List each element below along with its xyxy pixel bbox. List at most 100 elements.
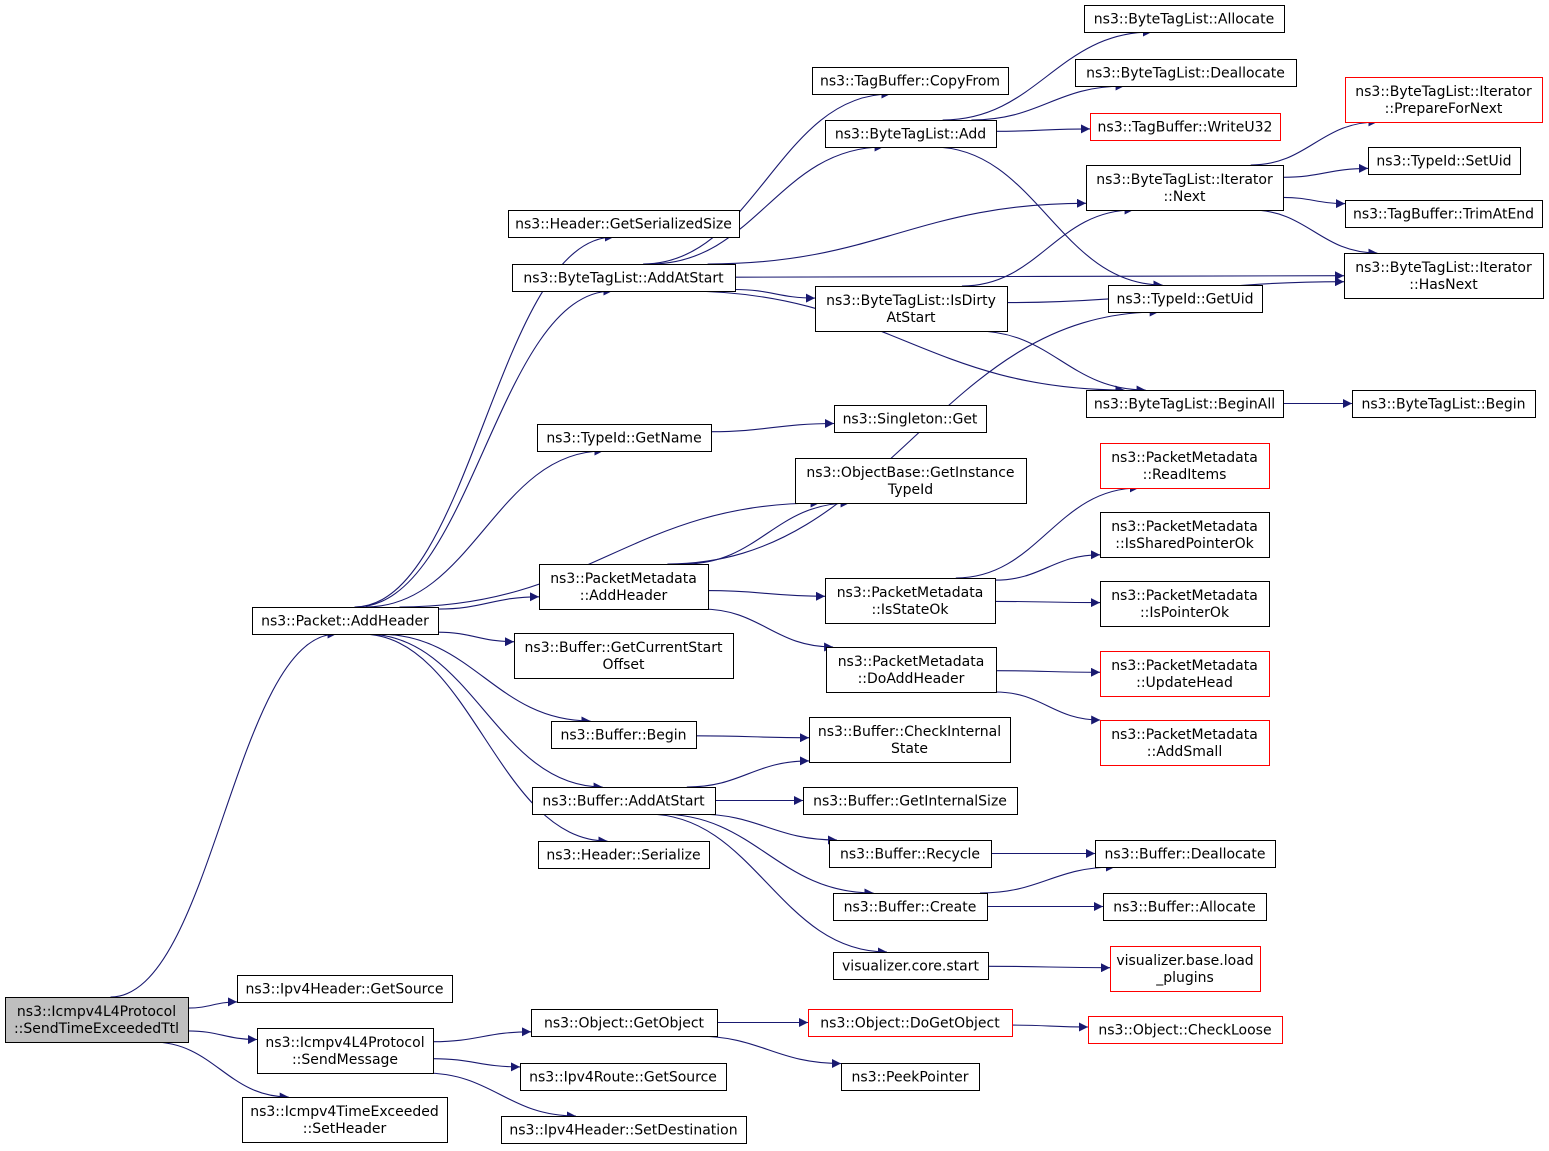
node-box	[1345, 200, 1543, 228]
node-box	[826, 647, 997, 693]
edge-btl_add-to-btl_deallocate	[971, 81, 1125, 121]
node-ipv4r-getsource[interactable]: ns3::Ipv4Route::GetSource	[520, 1063, 727, 1091]
node-tb-writeu32[interactable]: ns3::TagBuffer::WriteU32	[1090, 113, 1281, 141]
node-box	[537, 424, 712, 452]
node-peekpointer[interactable]: ns3::PeekPointer	[841, 1063, 980, 1091]
node-btl-allocate[interactable]: ns3::ByteTagList::Allocate	[1084, 5, 1285, 33]
node-label: ::SendTimeExceededTtl	[14, 1021, 179, 1037]
node-box	[531, 1009, 718, 1037]
node-typeid-getuid[interactable]: ns3::TypeId::GetUid	[1108, 285, 1263, 313]
node-btl-add[interactable]: ns3::ByteTagList::Add	[825, 120, 997, 148]
node-label: ::SetHeader	[303, 1121, 387, 1137]
node-typeid-setuid[interactable]: ns3::TypeId::SetUid	[1368, 147, 1521, 175]
node-btl-deallocate[interactable]: ns3::ByteTagList::Deallocate	[1075, 59, 1297, 87]
node-box	[508, 210, 740, 238]
edge-btl_addatstart-to-btl_it_next	[707, 198, 1087, 265]
node-label: ::HasNext	[1409, 277, 1478, 293]
node-label: ::IsSharedPointerOk	[1115, 536, 1254, 552]
node-viz-base-load[interactable]: visualizer.base.load_plugins	[1110, 946, 1261, 992]
node-pm-updatehead[interactable]: ns3::PacketMetadata::UpdateHead	[1100, 651, 1270, 697]
node-box	[512, 264, 736, 292]
edge-pm_isstateok-to-pm_issharedptrok	[994, 550, 1101, 581]
node-buf-deallocate[interactable]: ns3::Buffer::Deallocate	[1095, 840, 1276, 868]
node-label: ns3::ByteTagList::Deallocate	[1086, 66, 1285, 82]
node-box	[1086, 165, 1284, 211]
node-label: ns3::ByteTagList::AddAtStart	[523, 271, 724, 287]
node-buf-addatstart[interactable]: ns3::Buffer::AddAtStart	[532, 787, 716, 815]
node-buf-allocate[interactable]: ns3::Buffer::Allocate	[1103, 893, 1267, 921]
node-tb-trimatend[interactable]: ns3::TagBuffer::TrimAtEnd	[1345, 200, 1543, 228]
node-box	[795, 458, 1027, 504]
node-label: ns3::Singleton::Get	[843, 412, 978, 428]
node-box	[812, 67, 1009, 95]
edge-pkt_addheader-to-buf_addatstart	[365, 633, 603, 792]
edge-obj_getobject-to-peekpointer	[695, 1035, 842, 1068]
node-pm-addsmall[interactable]: ns3::PacketMetadata::AddSmall	[1100, 720, 1270, 766]
edge-buf_create-to-buf_deallocate	[979, 862, 1116, 894]
node-label: ::ReadItems	[1143, 467, 1227, 483]
node-ipv4h-getsource[interactable]: ns3::Ipv4Header::GetSource	[237, 975, 453, 1003]
edge-pm_addheader-to-typeid_getuid	[667, 307, 1159, 565]
edge-pm_isstateok-to-pm_readitems	[955, 483, 1139, 579]
node-btl-beginall[interactable]: ns3::ByteTagList::BeginAll	[1086, 390, 1284, 418]
node-btl-it-preparefornext[interactable]: ns3::ByteTagList::Iterator::PrepareForNe…	[1345, 77, 1543, 123]
edge-btl_addatstart-to-btl_isdirty	[734, 288, 816, 303]
edge-btl_add-to-btl_allocate	[942, 27, 1152, 121]
node-pm-issharedptrok[interactable]: ns3::PacketMetadata::IsSharedPointerOk	[1100, 512, 1270, 558]
edge-pm_isstateok-to-pm_isptrok	[994, 598, 1101, 608]
node-viz-core-start[interactable]: visualizer.core.start	[833, 952, 989, 980]
node-hdr-getsersize[interactable]: ns3::Header::GetSerializedSize	[508, 210, 740, 238]
edge-btl_addatstart-to-btl_it_hasnext	[734, 271, 1345, 281]
node-pm-doaddheader[interactable]: ns3::PacketMetadata::DoAddHeader	[826, 647, 997, 693]
node-buf-getinternalsize[interactable]: ns3::Buffer::GetInternalSize	[803, 787, 1018, 815]
node-tb-copyfrom[interactable]: ns3::TagBuffer::CopyFrom	[812, 67, 1009, 95]
node-label: ns3::Packet::AddHeader	[261, 614, 429, 630]
node-hdr-serialize[interactable]: ns3::Header::Serialize	[538, 841, 710, 869]
edge-btl_add-to-tb_writeu32	[995, 124, 1091, 134]
node-pm-addheader[interactable]: ns3::PacketMetadata::AddHeader	[539, 564, 709, 610]
node-btl-it-hasnext[interactable]: ns3::ByteTagList::Iterator::HasNext	[1344, 253, 1544, 299]
node-pm-readitems[interactable]: ns3::PacketMetadata::ReadItems	[1100, 443, 1270, 489]
edge-buf_addatstart-to-viz_core_start	[646, 813, 888, 957]
edge-pkt_addheader-to-ob_getinstance	[399, 498, 820, 608]
edge-buf_begin-to-buf_checkinternal	[695, 733, 810, 743]
edge-buf_addatstart-to-buf_checkinternal	[686, 756, 810, 788]
node-icmp-sendmessage[interactable]: ns3::Icmpv4L4Protocol::SendMessage	[257, 1028, 434, 1074]
node-btl-addatstart[interactable]: ns3::ByteTagList::AddAtStart	[512, 264, 736, 292]
node-box	[841, 1063, 980, 1091]
node-layer: ns3::Icmpv4L4Protocol::SendTimeExceededT…	[5, 5, 1544, 1144]
node-box	[257, 1028, 434, 1074]
node-pm-isstateok[interactable]: ns3::PacketMetadata::IsStateOk	[825, 578, 996, 624]
node-label: ns3::Buffer::Deallocate	[1105, 847, 1266, 863]
node-btl-it-next[interactable]: ns3::ByteTagList::Iterator::Next	[1086, 165, 1284, 211]
node-box	[1100, 651, 1270, 697]
node-buf-recycle[interactable]: ns3::Buffer::Recycle	[829, 840, 992, 868]
edge-layer	[110, 27, 1378, 1121]
node-buf-create[interactable]: ns3::Buffer::Create	[833, 893, 988, 921]
node-label: ns3::ByteTagList::Add	[835, 127, 986, 143]
node-box	[825, 578, 996, 624]
node-box	[1103, 893, 1267, 921]
node-pkt-addheader[interactable]: ns3::Packet::AddHeader	[252, 607, 439, 635]
node-ipv4h-setdest[interactable]: ns3::Ipv4Header::SetDestination	[501, 1116, 747, 1144]
node-icmp-te-setheader[interactable]: ns3::Icmpv4TimeExceeded::SetHeader	[242, 1097, 448, 1143]
edge-pkt_addheader-to-buf_getcurstart	[437, 631, 515, 647]
node-buf-begin[interactable]: ns3::Buffer::Begin	[551, 721, 697, 749]
edge-pkt_addheader-to-hdr_serialize	[361, 633, 608, 846]
node-obj-dogetobject[interactable]: ns3::Object::DoGetObject	[808, 1009, 1013, 1037]
node-singleton-get[interactable]: ns3::Singleton::Get	[834, 405, 987, 433]
node-pm-isptrok[interactable]: ns3::PacketMetadata::IsPointerOk	[1100, 581, 1270, 627]
node-btl-begin[interactable]: ns3::ByteTagList::Begin	[1352, 390, 1536, 418]
node-obj-getobject[interactable]: ns3::Object::GetObject	[531, 1009, 718, 1037]
node-label: ns3::Buffer::CheckInternal	[818, 724, 1001, 740]
edge-root-to-icmp_sendmessage	[187, 1030, 258, 1044]
node-typeid-getname[interactable]: ns3::TypeId::GetName	[537, 424, 712, 452]
node-label: ns3::Ipv4Route::GetSource	[529, 1070, 717, 1086]
node-box	[1108, 285, 1263, 313]
node-obj-checkloose[interactable]: ns3::Object::CheckLoose	[1088, 1016, 1283, 1044]
node-root[interactable]: ns3::Icmpv4L4Protocol::SendTimeExceededT…	[5, 997, 189, 1043]
